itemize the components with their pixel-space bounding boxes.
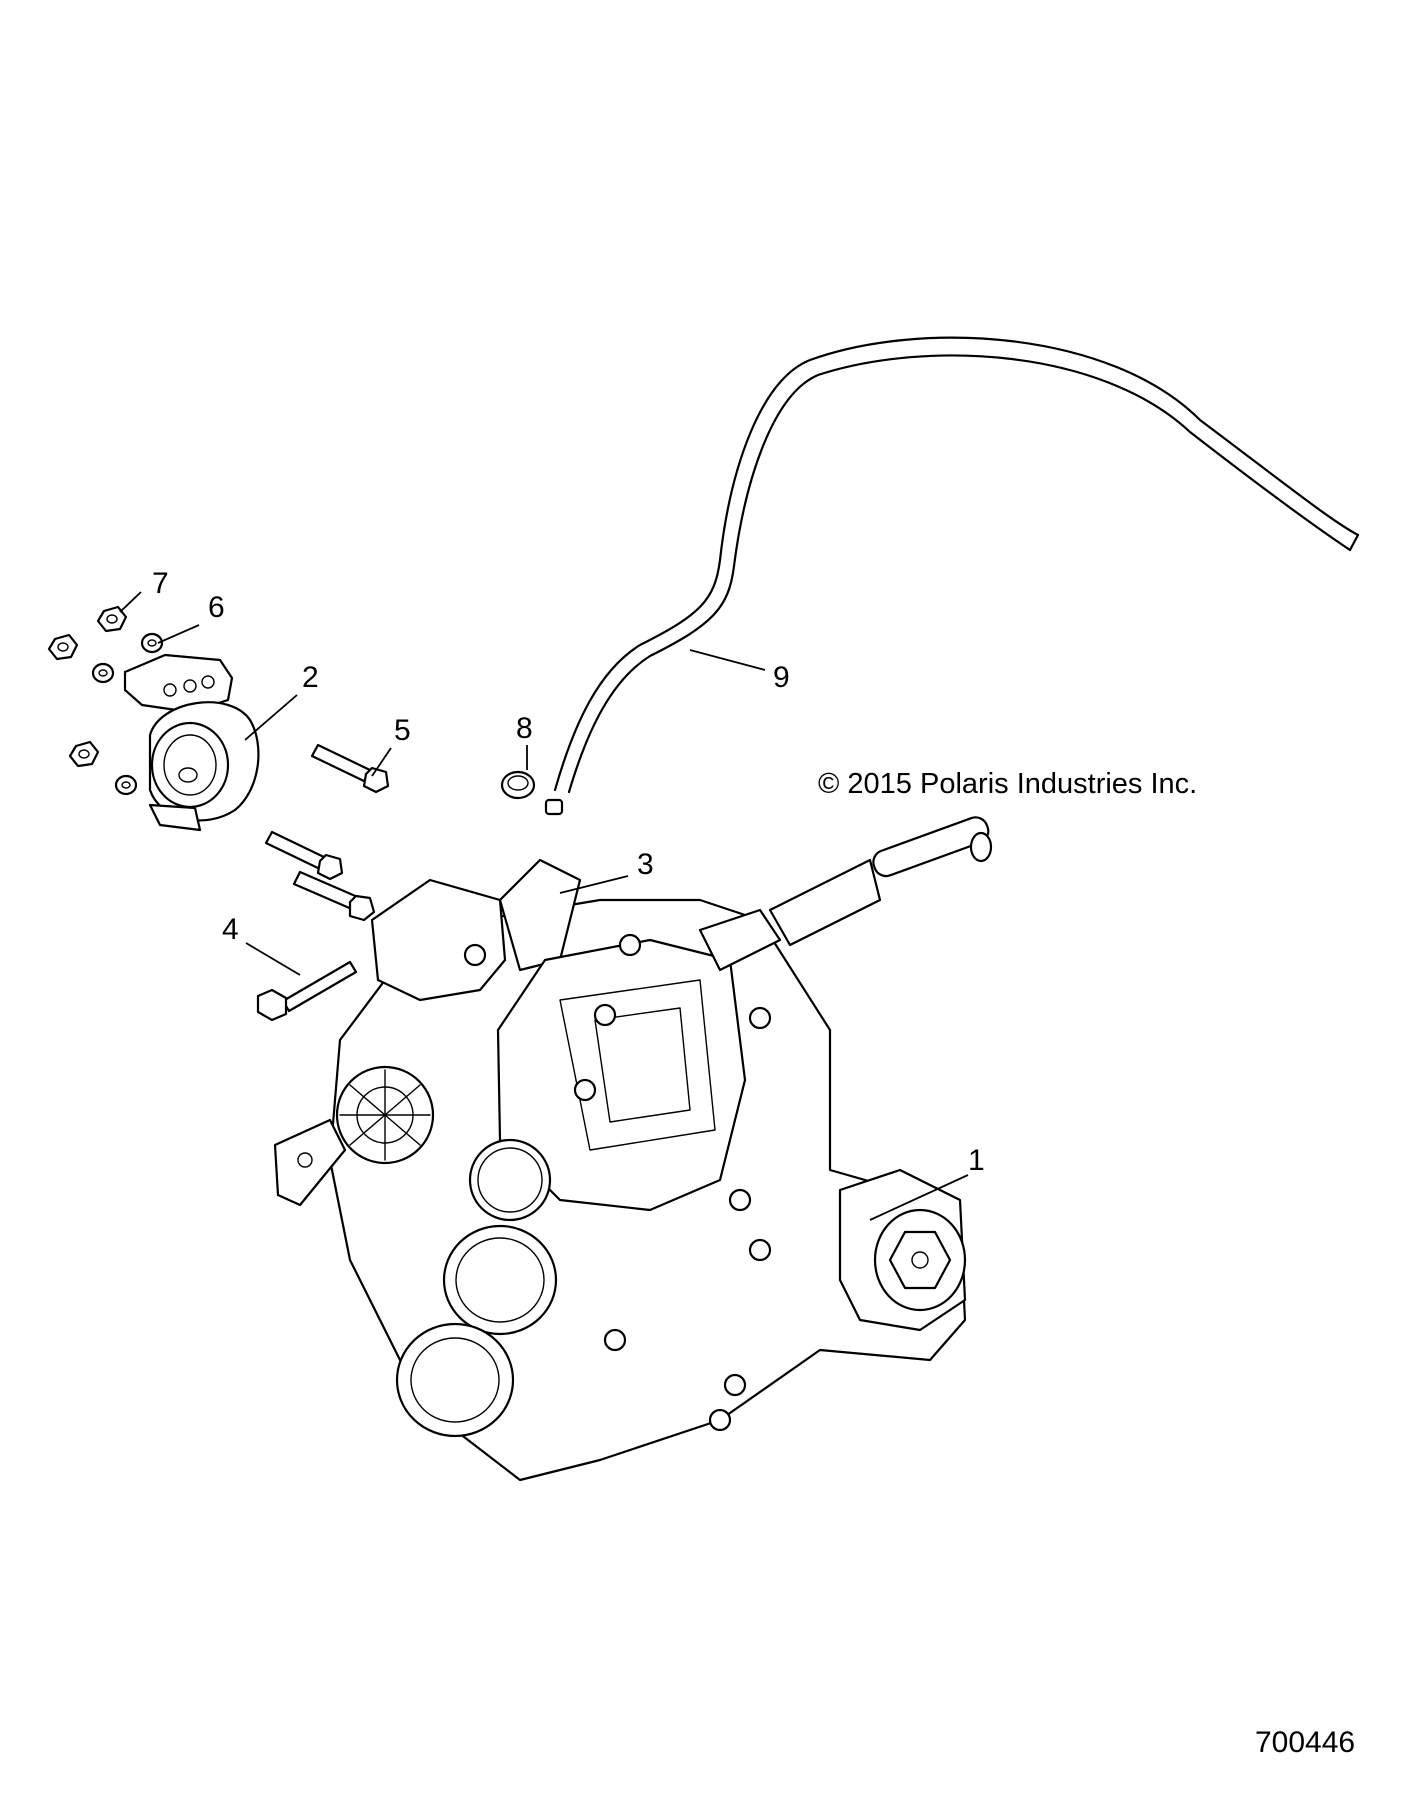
callout-labels: 1 2 3 4 5 6 7 8 9 xyxy=(152,567,985,1177)
mount-bolts xyxy=(264,743,390,881)
callout-5: 5 xyxy=(394,714,411,747)
cooling-fan-fins xyxy=(339,1069,431,1161)
callout-2: 2 xyxy=(302,661,319,694)
hose-clamp xyxy=(544,798,564,816)
callout-8: 8 xyxy=(516,712,533,745)
copyright-notice: © 2015 Polaris Industries Inc. xyxy=(818,768,1197,800)
mount-washers xyxy=(91,632,164,796)
diagram-number: 700446 xyxy=(1255,1726,1355,1759)
mount-nuts xyxy=(47,605,128,768)
callout-1: 1 xyxy=(968,1144,985,1177)
callout-4: 4 xyxy=(222,913,239,946)
transmission xyxy=(273,816,993,1482)
callout-9: 9 xyxy=(773,661,790,694)
callout-3: 3 xyxy=(637,848,654,881)
leader-lines xyxy=(119,591,969,1221)
bushing xyxy=(500,770,536,800)
transmission-bolts xyxy=(256,870,376,1022)
callout-6: 6 xyxy=(208,591,225,624)
callout-7: 7 xyxy=(152,567,169,600)
vent-hose xyxy=(553,336,1360,794)
engine-mount xyxy=(123,653,260,832)
